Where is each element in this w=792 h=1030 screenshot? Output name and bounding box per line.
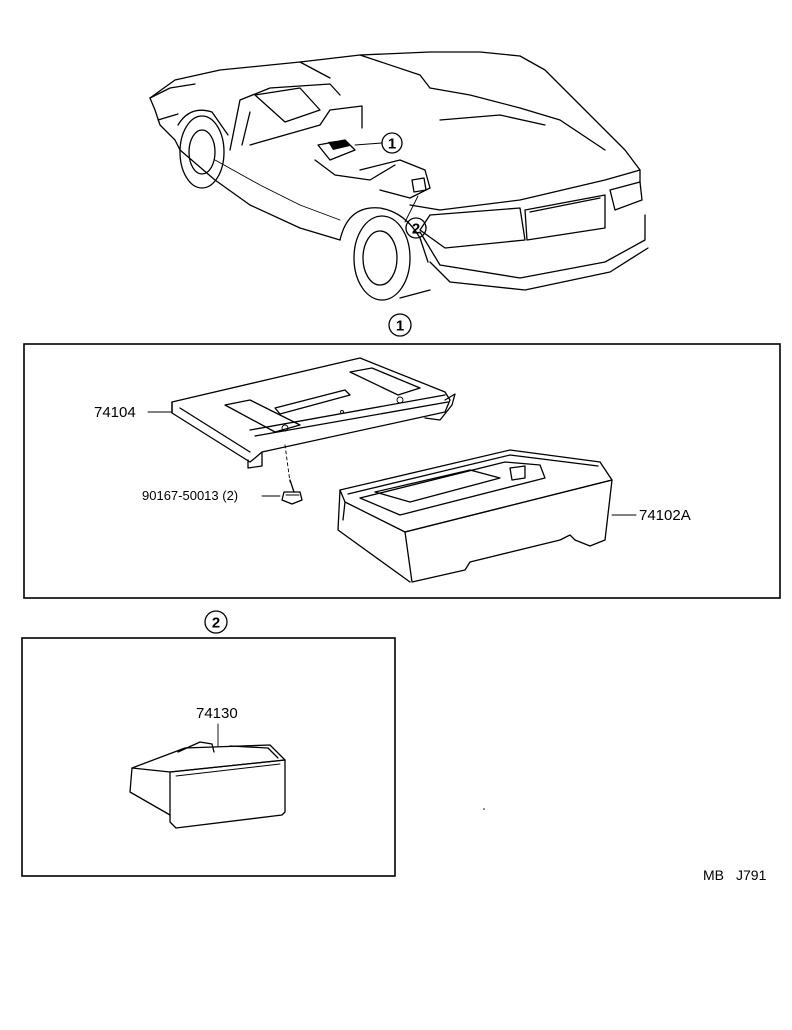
part-label-74130: 74130 (196, 705, 238, 722)
diagram-code-prefix: MB (703, 867, 724, 883)
car-illustration (149, 51, 649, 301)
section-1-frame (23, 343, 781, 599)
callout-2-car: 2 (405, 217, 427, 239)
callout-2-section-label: 2 (212, 615, 220, 632)
section-2-frame (21, 637, 396, 877)
screw-drawing (281, 444, 303, 505)
callout-1-car: 1 (381, 132, 403, 154)
ashtray-74130-drawing (129, 741, 286, 829)
callout-1-section: 1 (388, 313, 412, 337)
callout-1-section-label: 1 (396, 318, 404, 335)
callout-1-car-label: 1 (388, 136, 396, 153)
part-label-74104: 74104 (94, 404, 136, 421)
callout-2-car-label: 2 (412, 221, 420, 238)
callout-2-section: 2 (204, 610, 228, 634)
ashtray-74102a-drawing (337, 449, 613, 583)
part-label-74102a: 74102A (639, 507, 691, 524)
part-label-screw: 90167-50013 (2) (142, 488, 238, 503)
tray-74104-drawing (171, 357, 456, 469)
diagram-code-number: J791 (736, 867, 767, 883)
